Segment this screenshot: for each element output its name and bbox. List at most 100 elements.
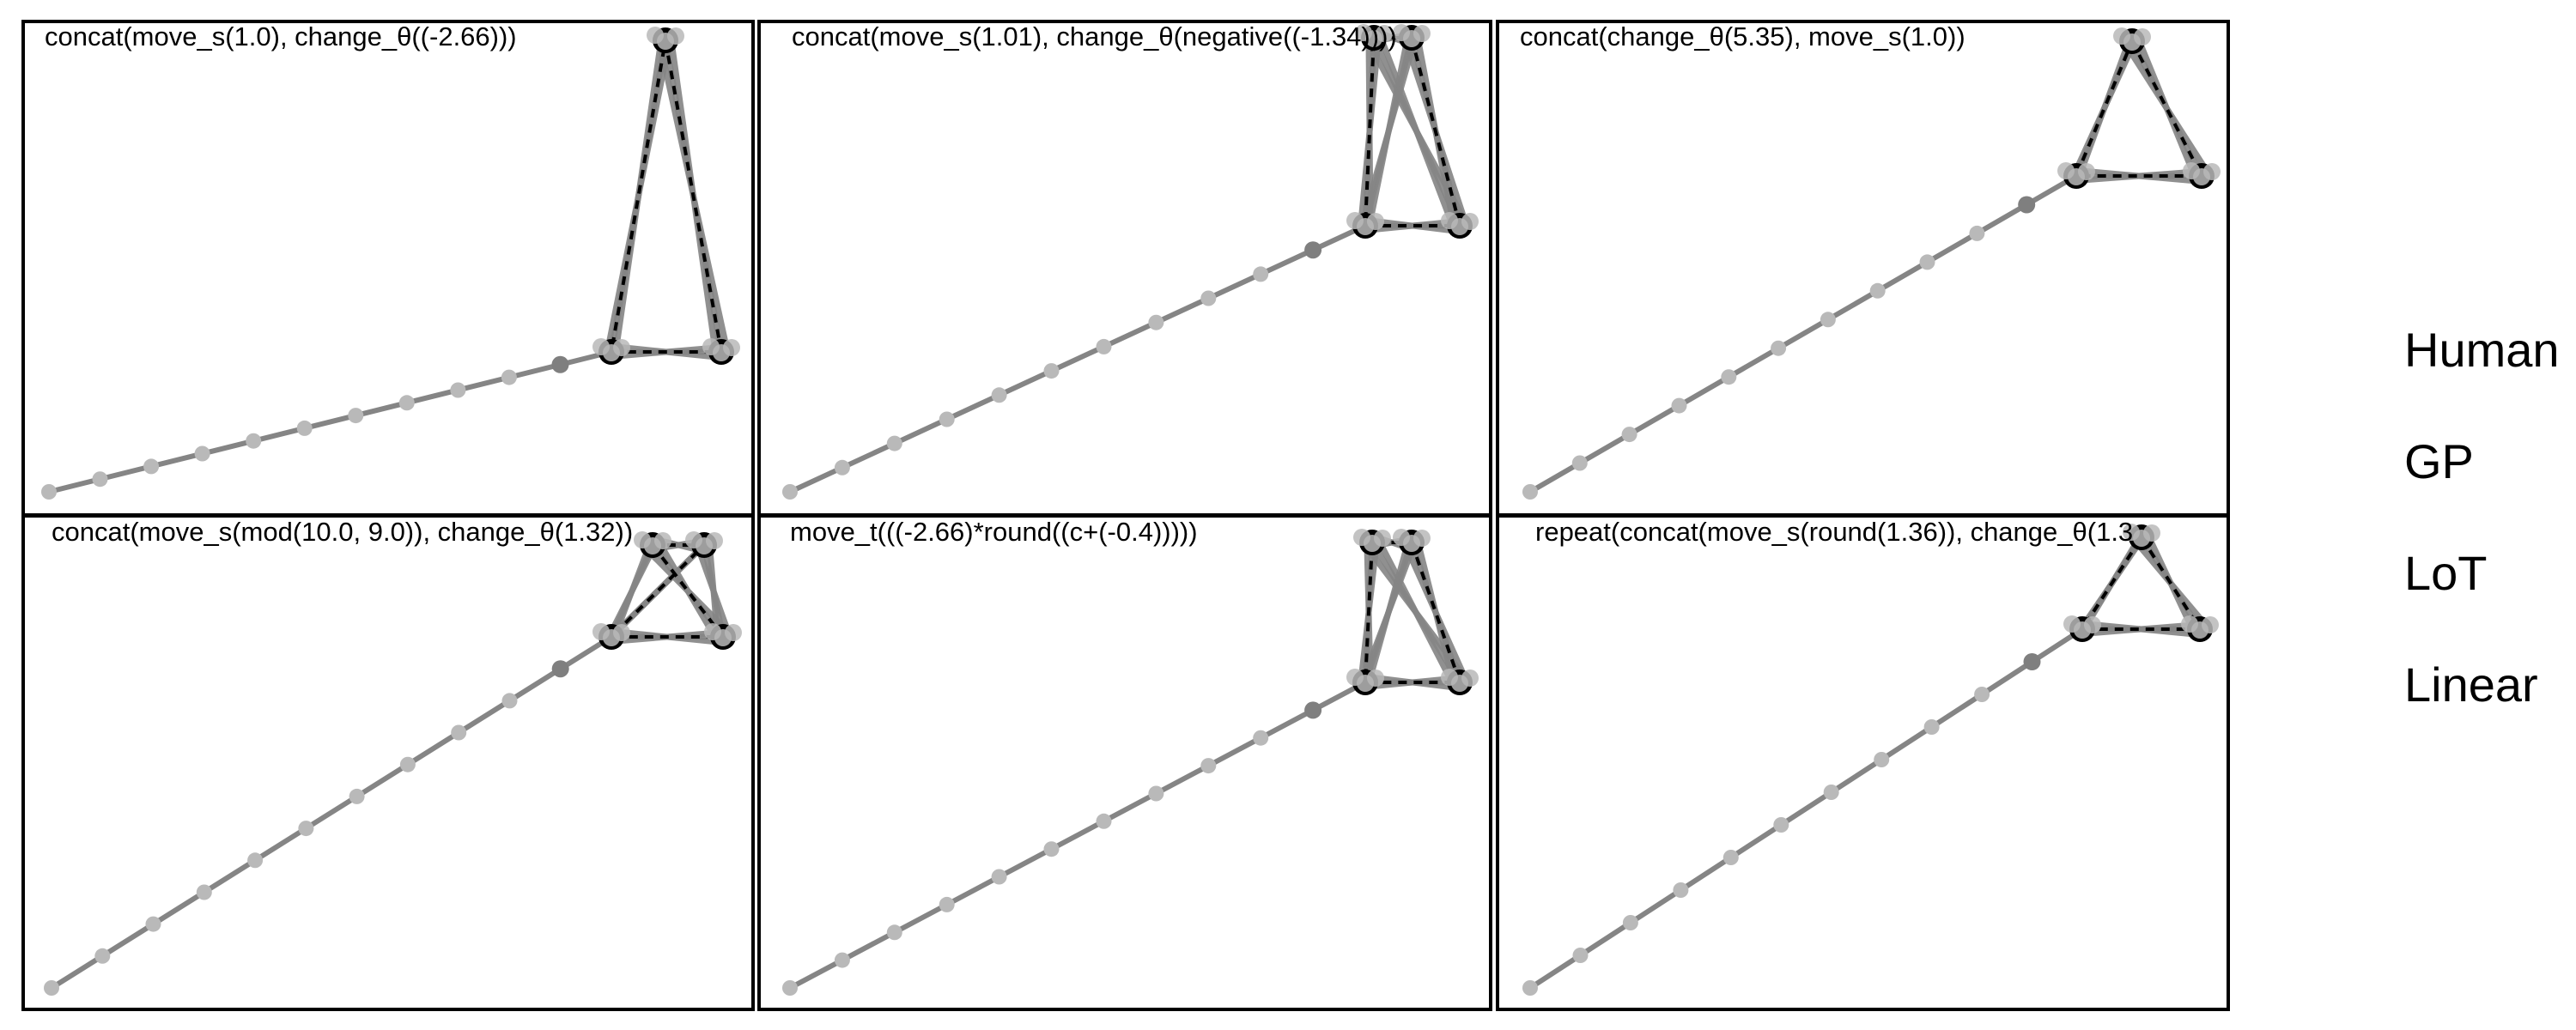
approach-point	[1200, 758, 1217, 774]
approach-point	[551, 660, 569, 678]
model-point	[2143, 524, 2160, 542]
model-point	[1461, 213, 1479, 230]
model-point	[667, 27, 684, 45]
approach-point	[1304, 701, 1322, 719]
approach-point	[1148, 785, 1164, 802]
approach-point	[1722, 850, 1739, 865]
approach-point	[501, 369, 517, 385]
approach-point	[1673, 882, 1689, 898]
model-point	[654, 532, 671, 549]
model-point	[2084, 616, 2101, 633]
panel-1-strokes	[41, 27, 740, 500]
approach-point	[296, 420, 313, 436]
approach-point	[1621, 427, 1637, 443]
approach-point	[551, 355, 569, 373]
legend-label-human: Human	[2404, 323, 2560, 377]
approach-point	[1874, 752, 1890, 767]
panel-2-frame	[757, 20, 1492, 517]
model-point	[1461, 670, 1479, 687]
approach-line	[46, 349, 614, 494]
approach-point	[886, 924, 902, 941]
approach-point	[1148, 314, 1164, 330]
model-point	[1376, 25, 1393, 42]
panel-6-frame	[1496, 514, 2230, 1011]
panel-6: repeat(concat(move_s(round(1.36)), chang…	[1496, 514, 2230, 1011]
approach-point	[782, 484, 798, 500]
approach-point	[1622, 915, 1638, 930]
approach-point	[450, 382, 466, 398]
approach-point	[939, 411, 955, 427]
model-point	[2078, 163, 2095, 180]
model-point	[706, 532, 723, 549]
human-trace	[1363, 541, 1462, 684]
approach-point	[94, 948, 111, 964]
approach-point	[1671, 397, 1687, 414]
legend-label-lot: LoT	[2404, 546, 2488, 600]
approach-point	[1096, 338, 1112, 354]
approach-line	[787, 680, 1368, 991]
model-point	[2134, 28, 2151, 45]
panel-5-frame	[757, 514, 1492, 1011]
approach-point	[991, 869, 1007, 885]
approach-line	[1528, 627, 2085, 991]
model-point	[723, 339, 740, 356]
approach-point	[348, 408, 364, 424]
approach-point	[991, 387, 1007, 403]
approach-point	[1823, 785, 1839, 800]
model-point	[725, 624, 742, 641]
approach-point	[1969, 225, 1985, 241]
model-point	[1374, 530, 1391, 547]
approach-point	[501, 693, 518, 709]
approach-point	[298, 821, 314, 837]
approach-point	[834, 459, 850, 476]
panel-4-title: concat(move_s(mod(10.0, 9.0)), change_θ(…	[52, 517, 633, 547]
approach-point	[782, 980, 798, 996]
approach-point	[1253, 266, 1269, 282]
approach-point	[92, 471, 108, 488]
approach-point	[1572, 948, 1589, 963]
model-point	[1367, 670, 1384, 687]
approach-point	[194, 445, 210, 462]
model-stroke	[1364, 544, 1468, 681]
panel-5-title: move_t(((-2.66)*round((c+(-0.4)))))	[790, 517, 1198, 547]
approach-point	[143, 458, 160, 475]
approach-point	[1096, 813, 1112, 829]
panel-4: concat(move_s(mod(10.0, 9.0)), change_θ(…	[21, 514, 755, 1011]
approach-point	[196, 884, 212, 900]
approach-point	[1919, 254, 1935, 270]
legend: Human GP LoT Linear	[2404, 323, 2560, 712]
approach-line	[787, 223, 1368, 494]
approach-point	[1200, 290, 1217, 306]
approach-point	[939, 896, 955, 912]
approach-point	[1974, 687, 1990, 702]
panel-3-strokes	[1522, 27, 2221, 500]
approach-point	[2023, 653, 2041, 670]
approach-point	[1043, 363, 1060, 379]
approach-point	[246, 433, 262, 449]
model-point	[1367, 213, 1384, 230]
approach-point	[1304, 241, 1322, 259]
model-point	[2203, 163, 2221, 180]
human-trace	[1363, 36, 1462, 227]
model-stroke	[603, 32, 674, 360]
model-stroke	[696, 547, 732, 635]
panel-1-title: concat(move_s(1.0), change_θ((-2.66)))	[45, 21, 517, 52]
model-stroke	[1365, 39, 1468, 224]
panel-3-frame	[1496, 20, 2230, 517]
approach-point	[398, 395, 415, 411]
panel-1-frame	[21, 20, 755, 517]
approach-point	[1043, 841, 1060, 857]
approach-point	[44, 980, 59, 996]
approach-point	[349, 788, 365, 804]
approach-point	[886, 435, 902, 451]
panel-4-strokes	[44, 531, 742, 996]
approach-point	[1771, 340, 1787, 356]
legend-label-gp: GP	[2404, 434, 2474, 488]
approach-point	[1820, 312, 1836, 328]
approach-line	[1528, 173, 2079, 494]
approach-point	[2018, 196, 2036, 214]
approach-point	[1869, 282, 1886, 299]
approach-point	[145, 916, 161, 932]
approach-point	[1571, 455, 1588, 471]
approach-point	[399, 756, 416, 772]
